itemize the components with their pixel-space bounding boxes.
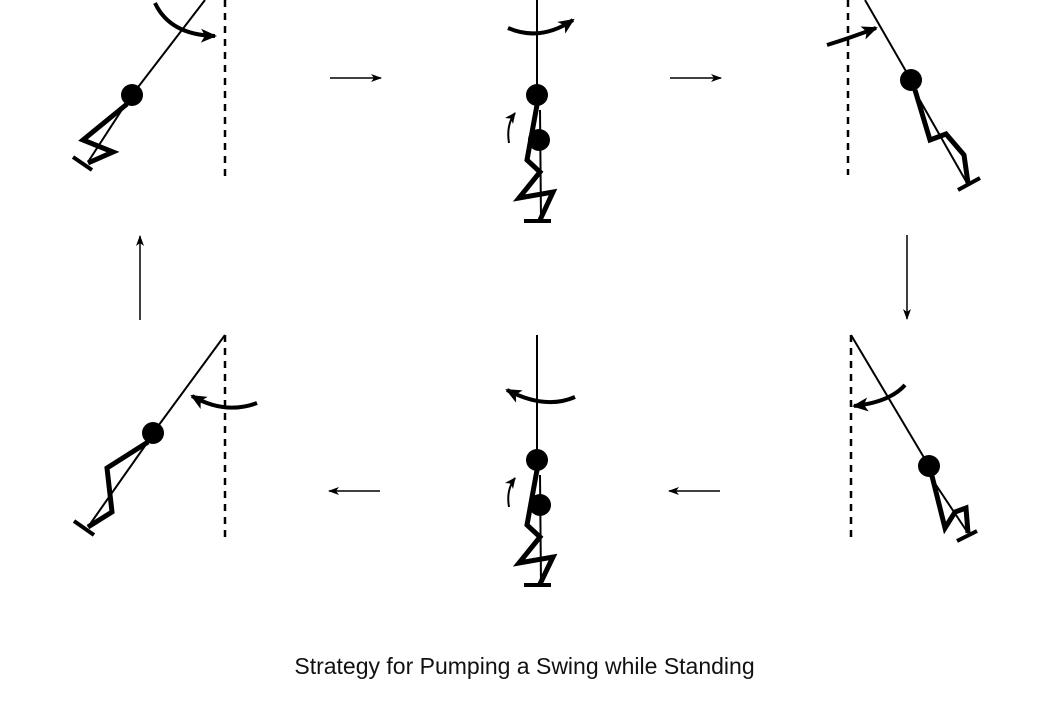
swinger-figure-top-middle	[505, 0, 575, 223]
swinger-figure-bottom-left	[72, 334, 258, 540]
swinger-figure-top-right	[826, 0, 981, 192]
rotation-arrow-icon	[826, 26, 878, 47]
rotation-arrow-icon	[190, 394, 258, 410]
small-up-arrow-icon	[505, 112, 516, 144]
small-up-arrow-icon	[505, 477, 516, 508]
diagram-caption: Strategy for Pumping a Swing while Stand…	[294, 653, 755, 679]
swinger-figure-bottom-middle	[505, 335, 576, 587]
rotation-arrow-icon	[507, 18, 575, 36]
rotation-arrow-icon	[852, 383, 907, 412]
rotation-arrow-icon	[505, 388, 576, 405]
rotation-arrow-icon	[153, 2, 217, 43]
swinger-figure-bottom-right	[849, 334, 978, 543]
swinger-figure-top-left	[71, 0, 227, 178]
